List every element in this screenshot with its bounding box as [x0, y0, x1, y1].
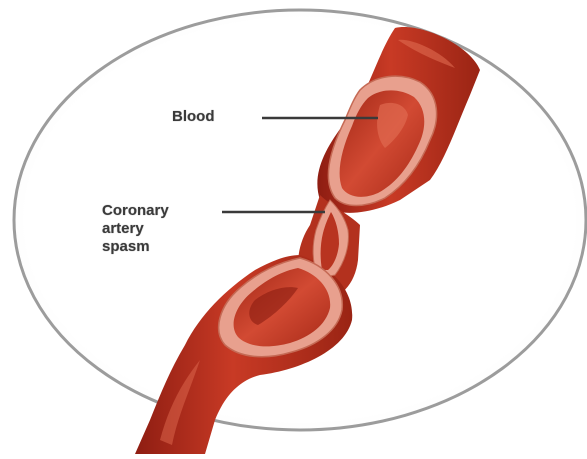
- coronary-artery-spasm-label: Coronary artery spasm: [102, 202, 169, 256]
- spasm-label-line-2: artery: [102, 220, 169, 238]
- spasm-label-line-3: spasm: [102, 238, 169, 256]
- frame-oval: [14, 10, 586, 430]
- spasm-label-line-1: Coronary: [102, 202, 169, 220]
- blood-label: Blood: [172, 108, 215, 126]
